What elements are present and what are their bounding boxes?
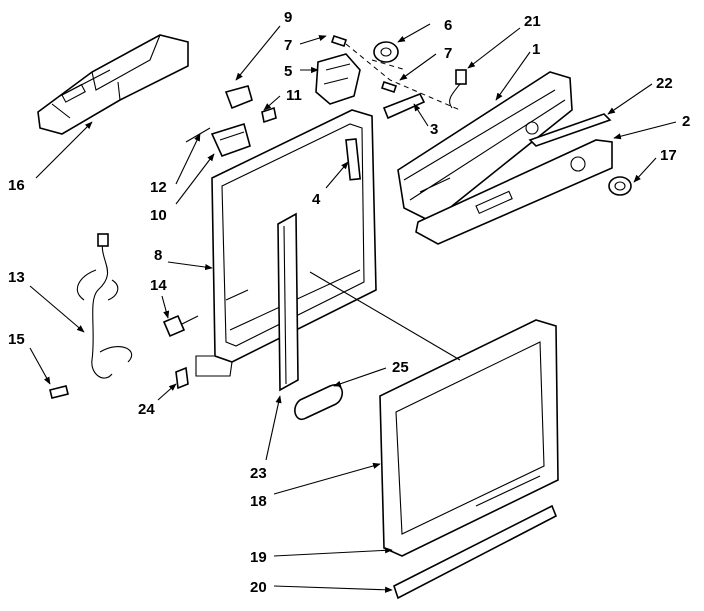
callout-25: 25 — [392, 359, 409, 376]
part-12-pin — [185, 127, 211, 143]
callout-7-lower: 7 — [444, 45, 452, 62]
part-22-trim-strip — [528, 113, 612, 147]
callout-18: 18 — [250, 493, 267, 510]
callout-8: 8 — [154, 247, 162, 264]
part-4-latch-strip — [345, 138, 362, 181]
part-18-outer-panel — [379, 319, 559, 557]
part-6-actuator — [373, 41, 399, 63]
callout-14: 14 — [150, 277, 167, 294]
part-16-wire-cover — [37, 34, 189, 135]
part-23-vent-strip — [277, 212, 299, 392]
part-21-connector — [449, 69, 467, 109]
part-7-screw-upper — [330, 34, 348, 48]
callout-13: 13 — [8, 269, 25, 286]
callout-3: 3 — [430, 121, 438, 138]
callout-10: 10 — [150, 207, 167, 224]
leader-lines — [29, 23, 677, 593]
part-5-switch-assembly — [315, 53, 361, 105]
callout-21: 21 — [524, 13, 541, 30]
part-9-latch — [224, 85, 253, 110]
callout-2: 2 — [682, 113, 690, 130]
part-3-bracket — [382, 92, 426, 120]
part-1-console-housing — [397, 71, 573, 223]
callout-11: 11 — [286, 87, 302, 104]
part-2-console-panel — [415, 139, 613, 245]
callout-12: 12 — [150, 179, 167, 196]
callout-15: 15 — [8, 331, 25, 348]
callout-24: 24 — [138, 401, 155, 418]
part-13-wire-harness — [76, 233, 133, 379]
callout-9: 9 — [284, 9, 292, 26]
callout-17: 17 — [660, 147, 677, 164]
part-25-handle-bracket — [294, 384, 343, 421]
callout-5: 5 — [284, 63, 292, 80]
callout-1: 1 — [532, 41, 540, 58]
part-24-clip — [175, 366, 189, 390]
part-20-bottom-trim — [393, 504, 558, 600]
callout-16: 16 — [8, 177, 25, 194]
assembly-lines — [309, 43, 461, 361]
part-7-screw-lower — [380, 80, 398, 94]
callout-labels: 9 7 6 21 7 1 5 22 11 2 3 17 16 12 4 10 8… — [8, 9, 690, 596]
callout-20: 20 — [250, 579, 267, 596]
part-15-screw — [49, 385, 69, 399]
part-17-knob — [608, 176, 632, 196]
callout-4: 4 — [312, 191, 321, 208]
callout-7-upper: 7 — [284, 37, 292, 54]
callout-6: 6 — [444, 17, 452, 34]
callout-23: 23 — [250, 465, 267, 482]
part-10-hinge-block — [210, 122, 251, 158]
callout-22: 22 — [656, 75, 673, 92]
callout-19: 19 — [250, 549, 267, 566]
part-14-switch — [162, 314, 199, 338]
